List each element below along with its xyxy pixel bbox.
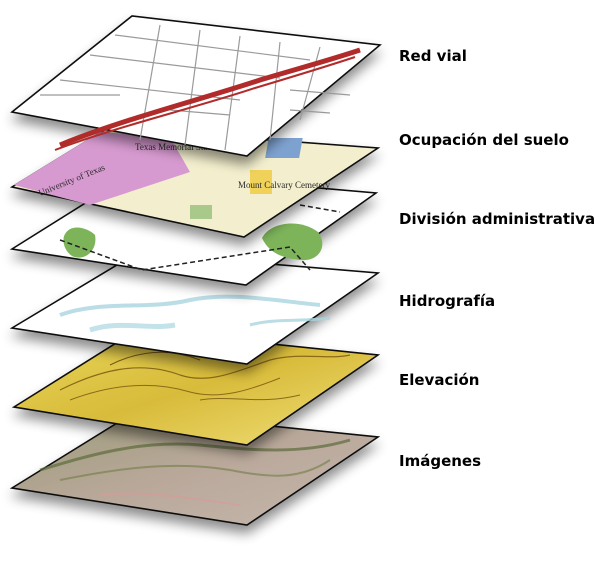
label-imagenes: Imágenes <box>399 452 482 470</box>
map-label-center: Mount Calvary Cemetery <box>238 180 330 190</box>
label-hidrografia: Hidrografía <box>399 292 496 310</box>
map-label-stadium: Texas Memorial Stadium <box>135 142 226 152</box>
label-ocupacion-suelo: Ocupación del suelo <box>399 131 569 149</box>
label-division-administrativa: División administrativa <box>399 210 596 228</box>
label-red-vial: Red vial <box>399 47 467 65</box>
layer-red-vial <box>10 15 382 157</box>
layer-elevacion <box>11 329 381 446</box>
label-elevacion: Elevación <box>399 371 480 389</box>
layer-imagenes <box>9 411 381 526</box>
layer-hidrografia <box>9 252 381 365</box>
layer-ocupacion-suelo: Texas Memorial Stadium University of Tex… <box>9 127 381 238</box>
